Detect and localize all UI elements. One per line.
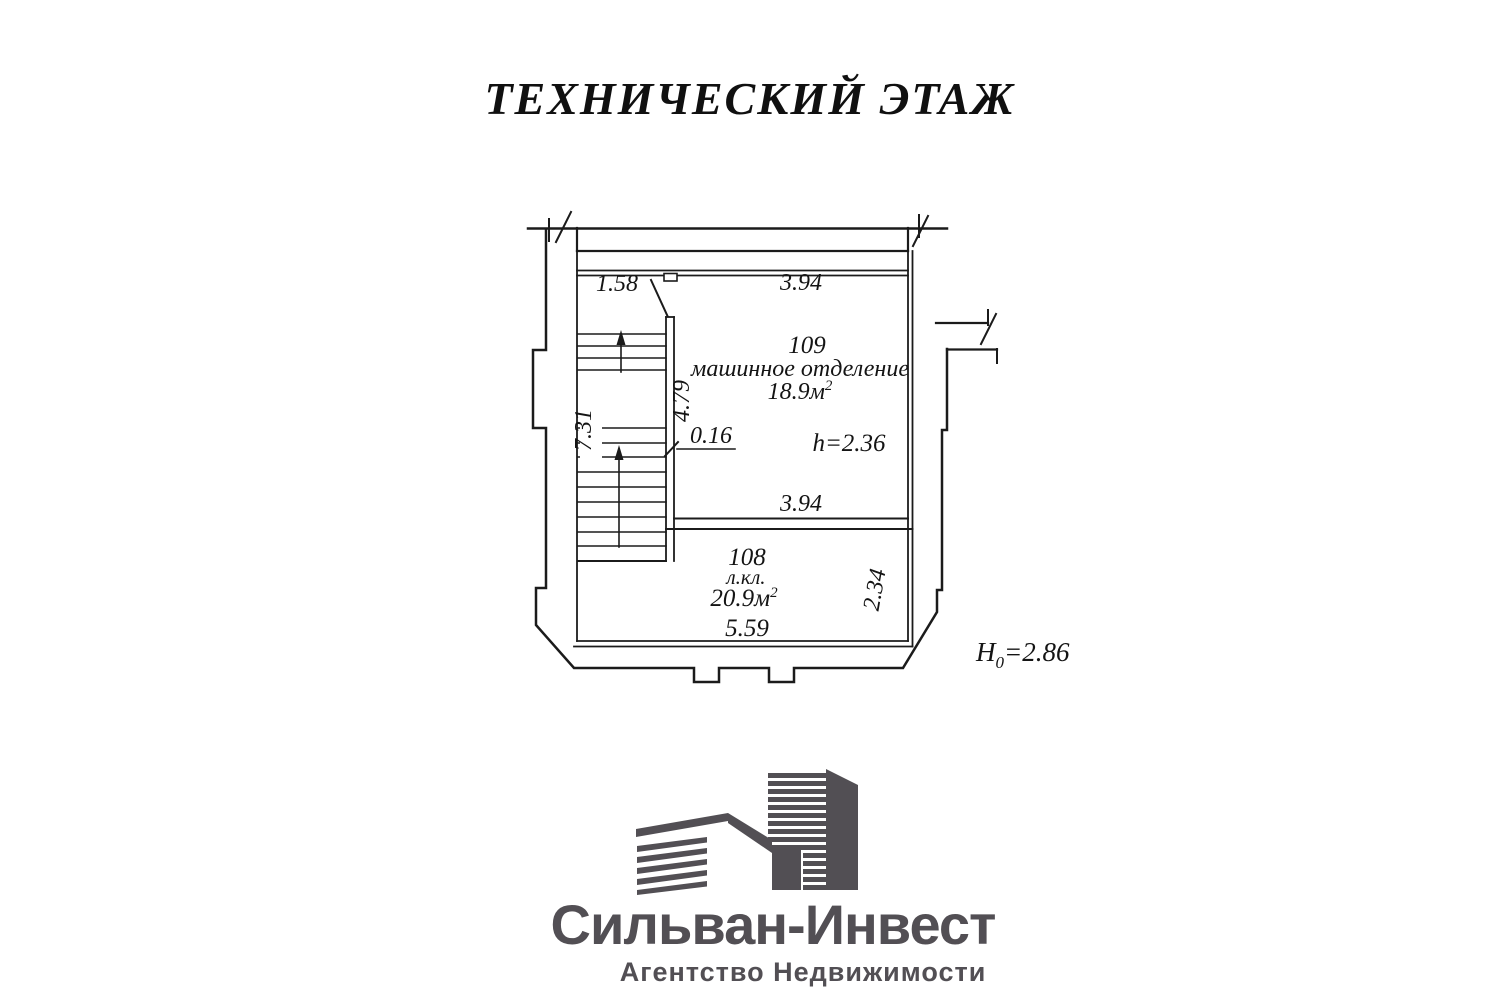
- door-jamb: [663, 272, 678, 282]
- room109-name: машинное отделение: [690, 356, 909, 382]
- dim-right108: 2.34: [859, 567, 892, 613]
- outer-wall-contour: [531, 227, 949, 684]
- stair-dim-mask: [580, 402, 602, 458]
- logo-title: Сильван-Инвест: [550, 893, 997, 956]
- room109-number: 109: [788, 332, 826, 359]
- floor-height-note: H0=2.86: [975, 637, 1070, 672]
- logo-subtitle: Агентство Недвижимости: [619, 957, 987, 987]
- inner-wall-faces: [573, 250, 914, 648]
- logo-building-graphic: [636, 769, 858, 895]
- door-leaf: [649, 278, 669, 318]
- wall-break-marks-top: [548, 210, 930, 248]
- dim-thickness: 0.16: [690, 423, 732, 449]
- dim-wall-inner: 4.79: [669, 380, 695, 422]
- room108-area: 20.9м2: [710, 585, 778, 612]
- dim-door: 1.58: [596, 271, 638, 297]
- logo-left-roof-edge: [636, 813, 728, 837]
- logo-tower-face: [826, 769, 858, 890]
- stair-arrow-upper: [616, 330, 626, 373]
- top-wall: [526, 226, 949, 253]
- rooms-top-wall: [576, 269, 909, 277]
- logo-roof-wedge: [728, 813, 772, 853]
- page-title: ТЕХНИЧЕСКИЙ ЭТАЖ: [484, 73, 1016, 124]
- door: [649, 272, 678, 318]
- logo-tower-block: [772, 845, 801, 890]
- thickness-dimension-line: [663, 440, 736, 458]
- stair-wall: [665, 316, 675, 562]
- divider-wall-109-108: [665, 517, 914, 530]
- room108-name: л.кл.: [725, 565, 765, 589]
- room109-height: h=2.36: [812, 430, 886, 457]
- right-wall-stub: [934, 309, 999, 364]
- dim-stair: 7.31: [571, 409, 597, 451]
- dim-top: 3.94: [779, 270, 822, 296]
- room109-area: 18.9м2: [768, 378, 833, 405]
- room108-number: 108: [728, 544, 766, 571]
- stair-arrow-lower: [614, 445, 624, 548]
- dim-bottom109: 3.94: [779, 491, 822, 517]
- dim-bottom108: 5.59: [725, 615, 769, 642]
